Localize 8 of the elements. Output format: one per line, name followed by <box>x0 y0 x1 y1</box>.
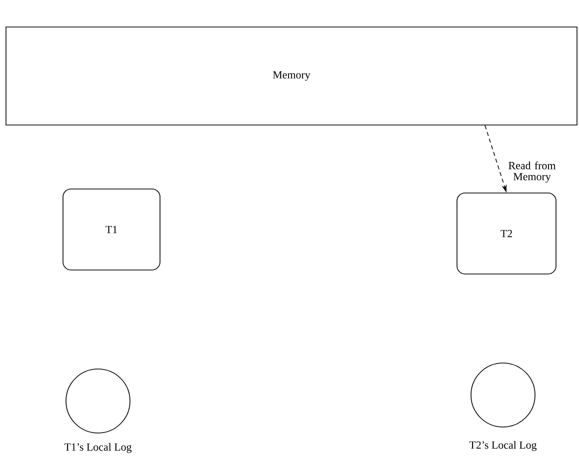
memory-box: Memory <box>6 26 578 126</box>
process-box: T2 <box>456 192 556 274</box>
node-caption: T2’s Local Log <box>469 441 537 451</box>
log-circle <box>66 368 130 434</box>
node-caption: T1’s Local Log <box>64 443 132 453</box>
edge-label: Read from Memory <box>506 160 558 184</box>
process-box: T1 <box>62 188 160 270</box>
log-circle <box>470 362 536 428</box>
